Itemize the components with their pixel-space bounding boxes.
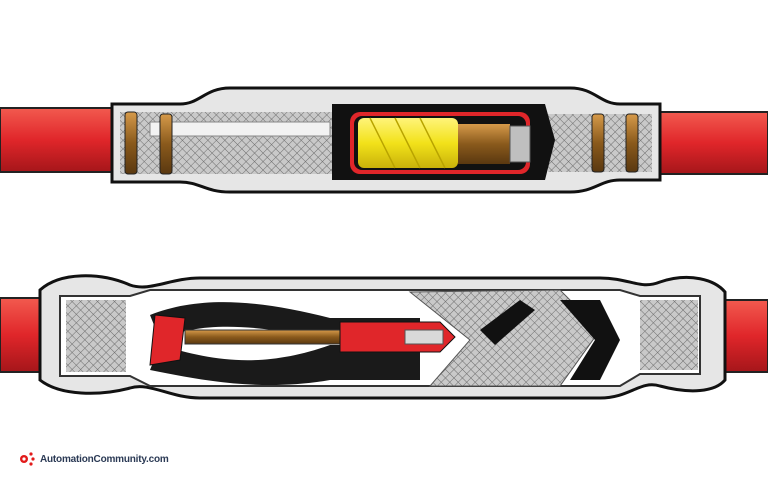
conductor-end <box>404 329 444 345</box>
copper-ring <box>159 113 173 175</box>
wrapped-tape <box>408 289 601 387</box>
copper-ring <box>124 111 138 175</box>
gear-logo-icon <box>20 452 35 466</box>
conductor-end <box>509 125 531 163</box>
transition-joint-bottom <box>0 274 768 400</box>
watermark: AutomationCommunity.com <box>18 452 169 466</box>
stress-cone <box>149 314 186 366</box>
left-cable <box>0 107 119 173</box>
copper-ring <box>591 113 605 173</box>
right-cable <box>651 111 768 175</box>
straight-joint-top <box>0 86 768 194</box>
connector-ferrule <box>458 124 510 164</box>
conductor-core-left <box>149 121 331 137</box>
tape-spiral-black <box>560 300 620 380</box>
screen-mesh-left <box>120 112 335 174</box>
watermark-text: AutomationCommunity.com <box>40 453 169 465</box>
core-black-lower <box>150 345 420 386</box>
screen-mesh-right <box>640 300 698 370</box>
spiral-tape <box>369 117 446 169</box>
tape-spiral-black <box>480 300 535 345</box>
copper-ring <box>625 113 639 173</box>
screen-mesh-left <box>66 300 126 372</box>
